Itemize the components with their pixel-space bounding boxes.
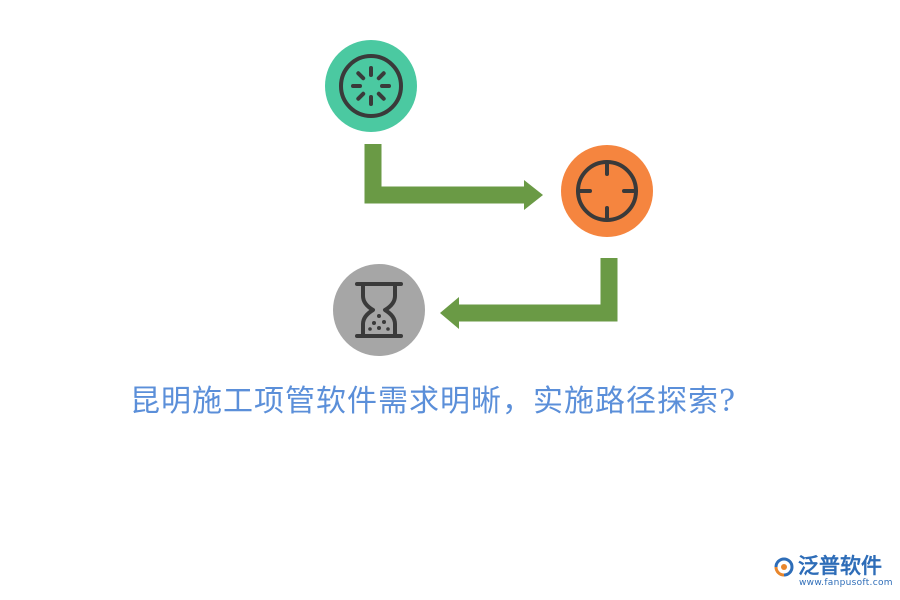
hourglass-icon [355,282,403,338]
fanpu-logo-icon [774,557,794,577]
step1-node [325,40,417,132]
arrow-step1-to-step2 [364,144,543,210]
diagram-title: 昆明施工项管软件需求明晰，实施路径探索? [129,384,737,419]
brand-logo: 泛普软件 www.fanpusoft.com [772,553,893,589]
step2-node [561,145,653,237]
target-icon [576,160,638,222]
logo-url: www.fanpusoft.com [799,578,893,588]
loading-icon [339,54,403,118]
arrow-step2-to-step3 [440,258,618,329]
step3-node [333,264,425,356]
logo-brand-name: 泛普软件 [798,554,882,578]
